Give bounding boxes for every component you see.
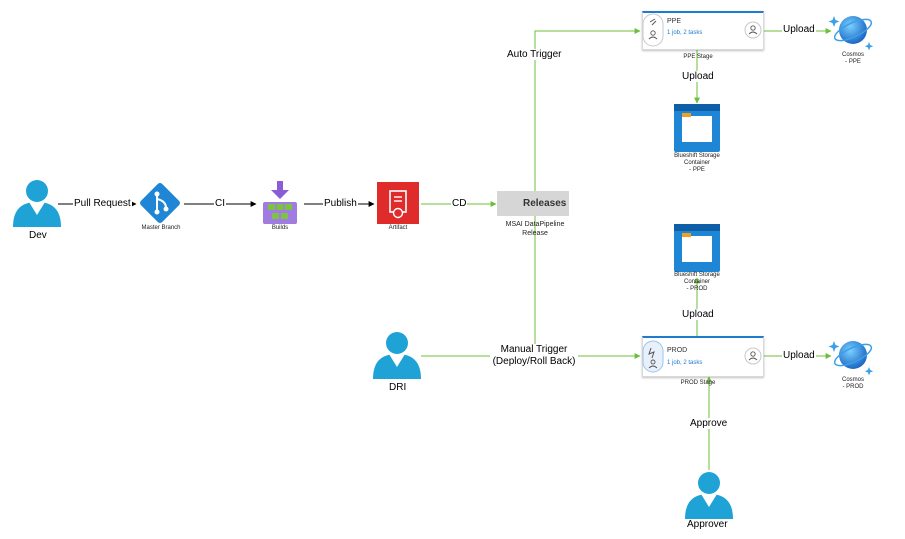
storage-prod-caption-line2: Container <box>683 279 710 285</box>
edge-label-manual-trigger: Manual Trigger (Deploy/Roll Back) <box>490 344 578 368</box>
cosmos-ppe-caption-line1: Cosmos <box>841 52 864 58</box>
git-branch-icon <box>140 183 180 223</box>
cosmos-prod-caption: Cosmos - PROD <box>833 377 873 391</box>
releases-node[interactable]: Releases <box>497 191 569 216</box>
edge-label-manual-trigger-line1: Manual Trigger <box>500 344 568 355</box>
edge-label-cd: CD <box>451 198 468 209</box>
artifact-icon <box>377 182 419 224</box>
storage-ppe-icon <box>674 104 720 152</box>
cosmos-prod-icon <box>828 341 874 376</box>
master-branch-label: Master Branch <box>141 225 181 231</box>
ppe-stage-title: PPE <box>667 18 682 25</box>
edge-label-approve: Approve <box>689 418 729 429</box>
ppe-stage-subtitle: 1 job, 2 tasks <box>667 30 703 36</box>
storage-prod-icon <box>674 224 720 272</box>
release-caption-line2: Release <box>522 230 548 237</box>
cosmos-prod-caption-line1: Cosmos <box>841 377 864 383</box>
release-caption: MSAI DataPipeline Release <box>497 220 573 238</box>
dev-label: Dev <box>29 230 47 241</box>
edge-label-pull-request: Pull Request <box>73 198 132 209</box>
dev-person-icon <box>13 180 61 227</box>
edge-label-auto-trigger: Auto Trigger <box>506 49 563 60</box>
edge-label-publish: Publish <box>323 198 358 209</box>
ppe-stage-card[interactable]: PPE 1 job, 2 tasks <box>642 11 764 50</box>
cosmos-prod-caption-line2: - PROD <box>842 384 864 390</box>
edge-label-upload-prod-cosmos: Upload <box>782 350 816 361</box>
edge-auto-trigger <box>534 28 641 191</box>
dri-person-icon <box>373 332 421 379</box>
approver-person-icon <box>685 472 733 519</box>
storage-ppe-caption-line1: Blueshift Storage <box>674 153 720 159</box>
cosmos-ppe-caption-line2: - PPE <box>845 59 861 65</box>
prod-stage-card[interactable]: PROD 1 job, 2 tasks <box>642 336 764 377</box>
builds-label: Builds <box>271 225 289 231</box>
storage-prod-caption-line1: Blueshift Storage <box>674 272 720 278</box>
cosmos-ppe-icon <box>828 16 874 51</box>
artifact-label: Artifact <box>388 225 408 231</box>
releases-label: Releases <box>523 198 567 209</box>
dri-label: DRI <box>389 382 407 393</box>
edge-label-upload-prod-storage: Upload <box>681 309 715 320</box>
release-caption-line1: MSAI DataPipeline <box>505 221 565 228</box>
cosmos-ppe-caption: Cosmos - PPE <box>833 52 873 66</box>
edge-label-ci: CI <box>214 198 226 209</box>
storage-ppe-caption-line2: Container <box>683 160 710 166</box>
edge-label-upload-ppe-cosmos: Upload <box>782 24 816 35</box>
prod-stage-subtitle: 1 job, 2 tasks <box>667 360 703 366</box>
builds-icon <box>263 181 297 224</box>
storage-ppe-caption: Blueshift Storage Container - PPE <box>665 153 729 174</box>
storage-prod-caption: Blueshift Storage Container - PROD <box>665 272 729 293</box>
prod-stage-title: PROD <box>667 347 688 354</box>
prod-stage-caption: PROD Stage <box>680 380 716 386</box>
storage-prod-caption-line3: - PROD <box>686 286 708 292</box>
storage-ppe-caption-line3: - PPE <box>689 167 705 173</box>
edge-label-upload-ppe-storage: Upload <box>681 71 715 82</box>
approver-label: Approver <box>687 519 728 530</box>
edge-label-manual-trigger-line2: (Deploy/Roll Back) <box>492 356 576 367</box>
ppe-stage-caption: PPE Stage <box>683 54 713 60</box>
